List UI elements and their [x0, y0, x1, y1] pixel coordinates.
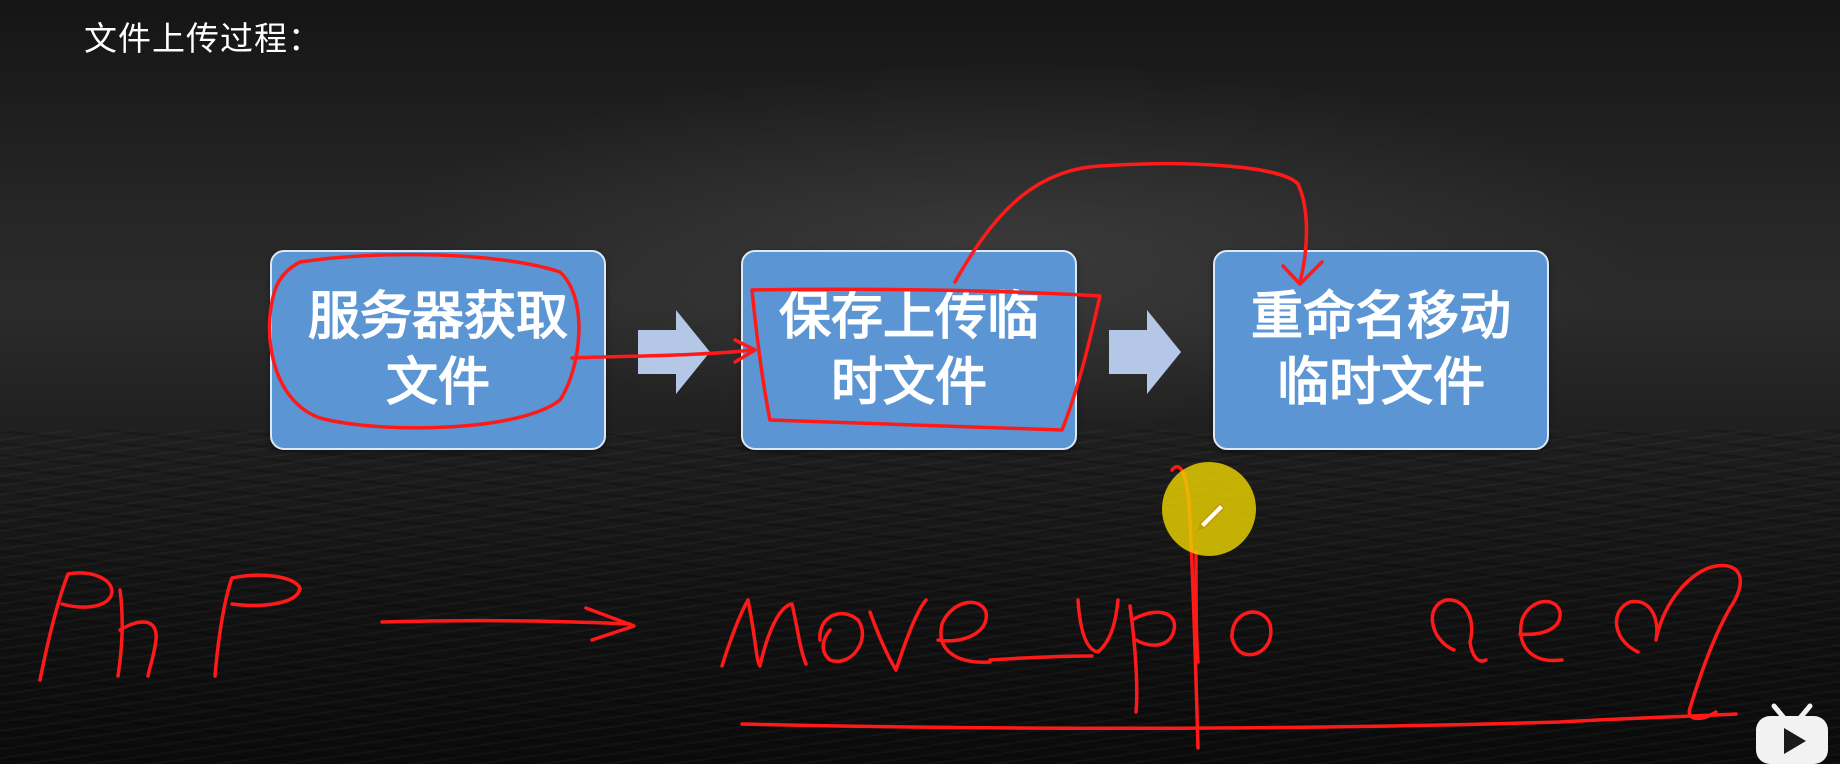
- step-box-3: 重命名移动 临时文件: [1213, 250, 1549, 450]
- step-3-line-1: 重命名移动: [1250, 287, 1511, 347]
- curved-arrow: [953, 162, 1309, 284]
- right-arrow-icon: [1109, 310, 1181, 394]
- step-2-line-1: 保存上传临: [778, 287, 1039, 347]
- pen-cursor-icon: [1162, 462, 1256, 556]
- step-1-line-2: 文件: [385, 353, 490, 413]
- right-arrow-icon: [638, 310, 710, 394]
- sea-texture: [0, 430, 1840, 764]
- handwriting-arrow: [380, 618, 632, 626]
- step-3-line-2: 临时文件: [1276, 353, 1485, 413]
- handwriting-php: [38, 571, 302, 682]
- step-box-1: 服务器获取 文件: [270, 250, 606, 450]
- underline: [740, 712, 1738, 731]
- slide-title: 文件上传过程：: [84, 19, 322, 58]
- circle-step-1: [267, 252, 581, 430]
- step-box-2: 保存上传临 时文件: [741, 250, 1077, 450]
- step-2-line-2: 时文件: [830, 353, 987, 413]
- bilibili-tv-icon: [1756, 703, 1828, 764]
- step-1-line-1: 服务器获取: [307, 287, 568, 347]
- handwriting-move-uploaded: [720, 550, 1742, 721]
- box-step-2: [750, 287, 1102, 432]
- connector-line: [570, 348, 754, 360]
